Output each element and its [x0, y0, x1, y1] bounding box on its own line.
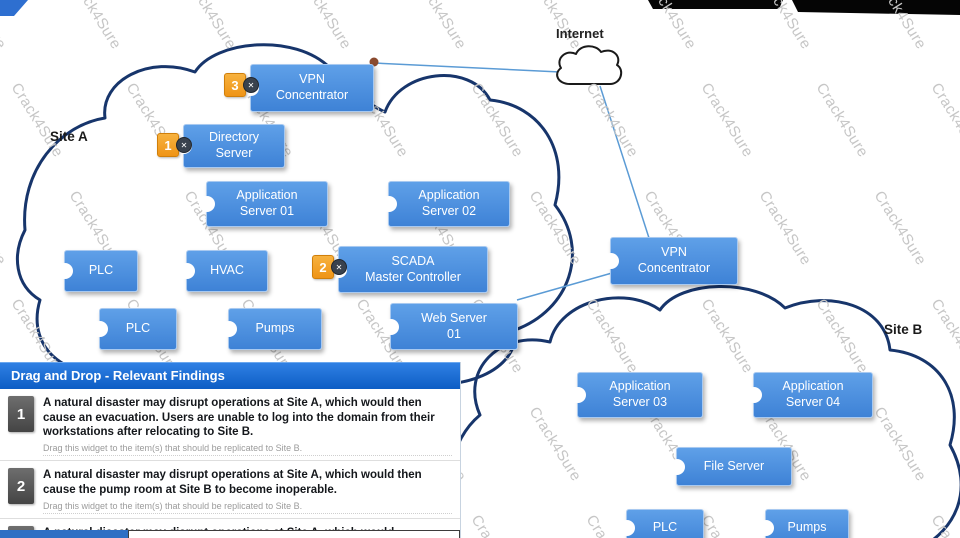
node-label: SCADA Master Controller	[365, 253, 461, 284]
top-black-bar-2	[792, 0, 960, 15]
finding-count-badge: 2✕	[312, 255, 347, 279]
site-b-label: Site B	[884, 322, 923, 337]
finding-number: 2	[8, 468, 34, 505]
node-pumps-site-b[interactable]: Pumps	[758, 509, 849, 538]
node-application-server-04[interactable]: Application Server 04	[746, 372, 873, 418]
puzzle-notch	[92, 321, 108, 337]
badge-remove-icon[interactable]: ✕	[331, 259, 347, 275]
finding-text: A natural disaster may disrupt operation…	[43, 526, 452, 531]
top-black-bar-1	[648, 0, 783, 9]
node-label: HVAC	[210, 263, 244, 278]
finding-hint: Drag this widget to the item(s) that sho…	[43, 443, 452, 457]
node-label: Application Server 02	[418, 188, 480, 218]
node-vpn-concentrator-site-b[interactable]: VPN Concentrator	[603, 237, 738, 285]
horizontal-scrollbar[interactable]	[0, 530, 460, 538]
finding-text: A natural disaster may disrupt operation…	[43, 469, 422, 496]
node-application-server-02[interactable]: Application Server 02	[381, 181, 510, 227]
findings-panel-title: Drag and Drop - Relevant Findings	[0, 362, 460, 389]
node-label: Application Server 03	[609, 379, 671, 409]
finding-body: A natural disaster may disrupt operation…	[43, 526, 452, 531]
internet-label: Internet	[556, 26, 604, 41]
puzzle-notch	[179, 263, 195, 279]
cloud-site-b	[445, 285, 960, 538]
node-file-server[interactable]: File Server	[669, 447, 792, 486]
puzzle-notch	[221, 321, 237, 337]
node-vpn-concentrator-site-a[interactable]: VPN Concentrator 3✕	[224, 64, 374, 112]
finding-count-badge: 3✕	[224, 73, 259, 97]
scrollbar-thumb[interactable]	[0, 530, 128, 538]
node-scada-master-controller[interactable]: SCADA Master Controller 2✕	[312, 246, 488, 293]
node-label: VPN Concentrator	[275, 72, 349, 102]
badge-number: 1	[157, 133, 179, 157]
puzzle-notch	[381, 196, 397, 212]
node-plc-site-a-2[interactable]: PLC	[92, 308, 177, 350]
puzzle-notch	[746, 387, 762, 403]
finding-number: 3	[8, 525, 34, 531]
node-plc-site-a-1[interactable]: PLC	[57, 250, 138, 292]
internet-cloud-icon	[556, 45, 623, 85]
puzzle-notch	[619, 520, 635, 536]
node-application-server-01[interactable]: Application Server 01	[199, 181, 328, 227]
node-web-server-01[interactable]: Web Server 01	[383, 303, 518, 350]
finding-body: A natural disaster may disrupt operation…	[43, 396, 452, 457]
site-a-label: Site A	[50, 129, 88, 144]
finding-item-2[interactable]: 2 A natural disaster may disrupt operatio…	[0, 461, 460, 519]
node-pumps-site-a[interactable]: Pumps	[221, 308, 322, 350]
node-label: Directory Server	[208, 130, 259, 160]
node-label: Application Server 04	[782, 379, 844, 409]
node-label: PLC	[88, 263, 114, 278]
puzzle-notch	[758, 520, 774, 536]
link-internet-vpn-b	[599, 85, 650, 239]
node-hvac[interactable]: HVAC	[179, 250, 268, 292]
puzzle-notch	[383, 318, 399, 335]
badge-remove-icon[interactable]: ✕	[176, 137, 192, 153]
finding-count-badge: 1✕	[157, 133, 192, 157]
node-directory-server[interactable]: Directory Server 1✕	[157, 124, 285, 168]
scrollbar-track[interactable]	[128, 530, 460, 538]
puzzle-notch	[57, 263, 73, 279]
puzzle-notch	[199, 196, 215, 212]
corner-accent	[0, 0, 28, 16]
puzzle-notch	[570, 387, 586, 403]
finding-item-3[interactable]: 3 A natural disaster may disrupt operatio…	[0, 518, 460, 531]
node-label: VPN Concentrator	[637, 245, 711, 275]
node-plc-site-b[interactable]: PLC	[619, 509, 704, 538]
finding-number: 1	[8, 396, 34, 432]
node-label: PLC	[125, 321, 151, 336]
node-label: Application Server 01	[236, 188, 298, 218]
finding-hint: Drag this widget to the item(s) that sho…	[43, 501, 452, 514]
node-label: File Server	[703, 458, 765, 473]
node-application-server-03[interactable]: Application Server 03	[570, 372, 703, 418]
puzzle-notch	[669, 458, 685, 475]
link-site-a-vpn-b	[516, 272, 613, 301]
puzzle-notch	[603, 253, 619, 269]
finding-text: A natural disaster may disrupt operation…	[43, 397, 435, 439]
badge-remove-icon[interactable]: ✕	[243, 77, 259, 93]
finding-body: A natural disaster may disrupt operation…	[43, 468, 452, 514]
node-label: Web Server 01	[421, 310, 487, 341]
node-label: Pumps	[787, 520, 827, 535]
node-label: PLC	[652, 520, 678, 535]
node-label: Pumps	[255, 321, 295, 336]
link-vpn-a-internet	[373, 62, 561, 73]
